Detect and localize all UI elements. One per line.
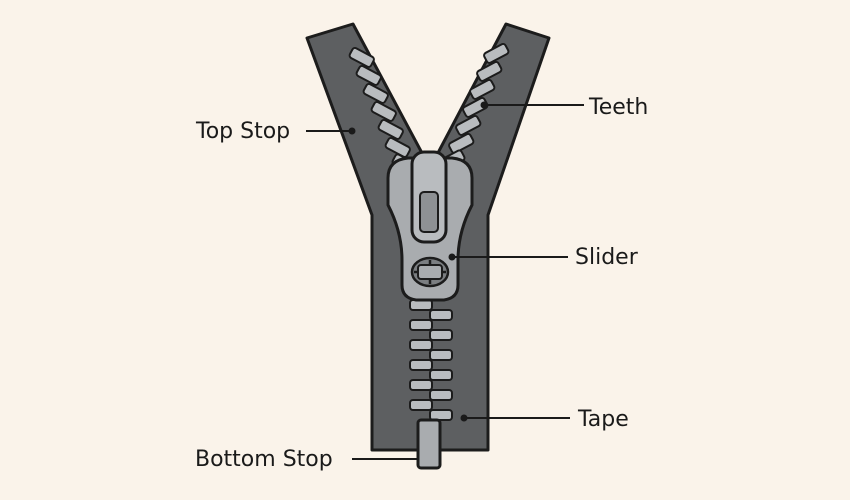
tooth bbox=[409, 379, 433, 391]
tooth bbox=[429, 349, 453, 361]
slider-label: Slider bbox=[575, 245, 638, 270]
tooth bbox=[362, 83, 389, 104]
tooth bbox=[355, 65, 382, 86]
bottom-stop-label: Bottom Stop bbox=[195, 447, 333, 472]
tooth bbox=[429, 389, 453, 401]
tooth bbox=[469, 79, 496, 100]
tooth bbox=[370, 101, 397, 122]
bottom-stop bbox=[416, 418, 442, 470]
tooth bbox=[384, 137, 411, 158]
top-stop-label: Top Stop bbox=[196, 119, 291, 144]
leader-dot-teeth bbox=[480, 101, 488, 109]
tooth bbox=[462, 97, 489, 118]
right-teeth bbox=[440, 43, 510, 170]
leader-dot-slider bbox=[448, 253, 456, 261]
tooth bbox=[409, 319, 433, 331]
tooth bbox=[455, 115, 482, 136]
tooth bbox=[429, 329, 453, 341]
tooth bbox=[348, 47, 375, 68]
leader-dot-tape bbox=[460, 414, 468, 422]
tape-label: Tape bbox=[578, 407, 629, 432]
tooth bbox=[429, 369, 453, 381]
leader-lines bbox=[306, 101, 584, 460]
tooth bbox=[476, 61, 503, 82]
tooth bbox=[409, 339, 433, 351]
tooth bbox=[409, 359, 433, 371]
tooth bbox=[409, 399, 433, 411]
pull-tab-slot bbox=[419, 191, 439, 233]
slider-emblem-slot bbox=[417, 264, 443, 280]
tooth bbox=[377, 119, 404, 140]
tooth bbox=[429, 409, 453, 421]
tooth bbox=[448, 133, 475, 154]
tooth bbox=[483, 43, 510, 64]
teeth-label: Teeth bbox=[589, 95, 649, 120]
tooth bbox=[429, 309, 453, 321]
interlocked-teeth bbox=[409, 299, 453, 421]
leader-dot-top-stop bbox=[348, 127, 356, 135]
